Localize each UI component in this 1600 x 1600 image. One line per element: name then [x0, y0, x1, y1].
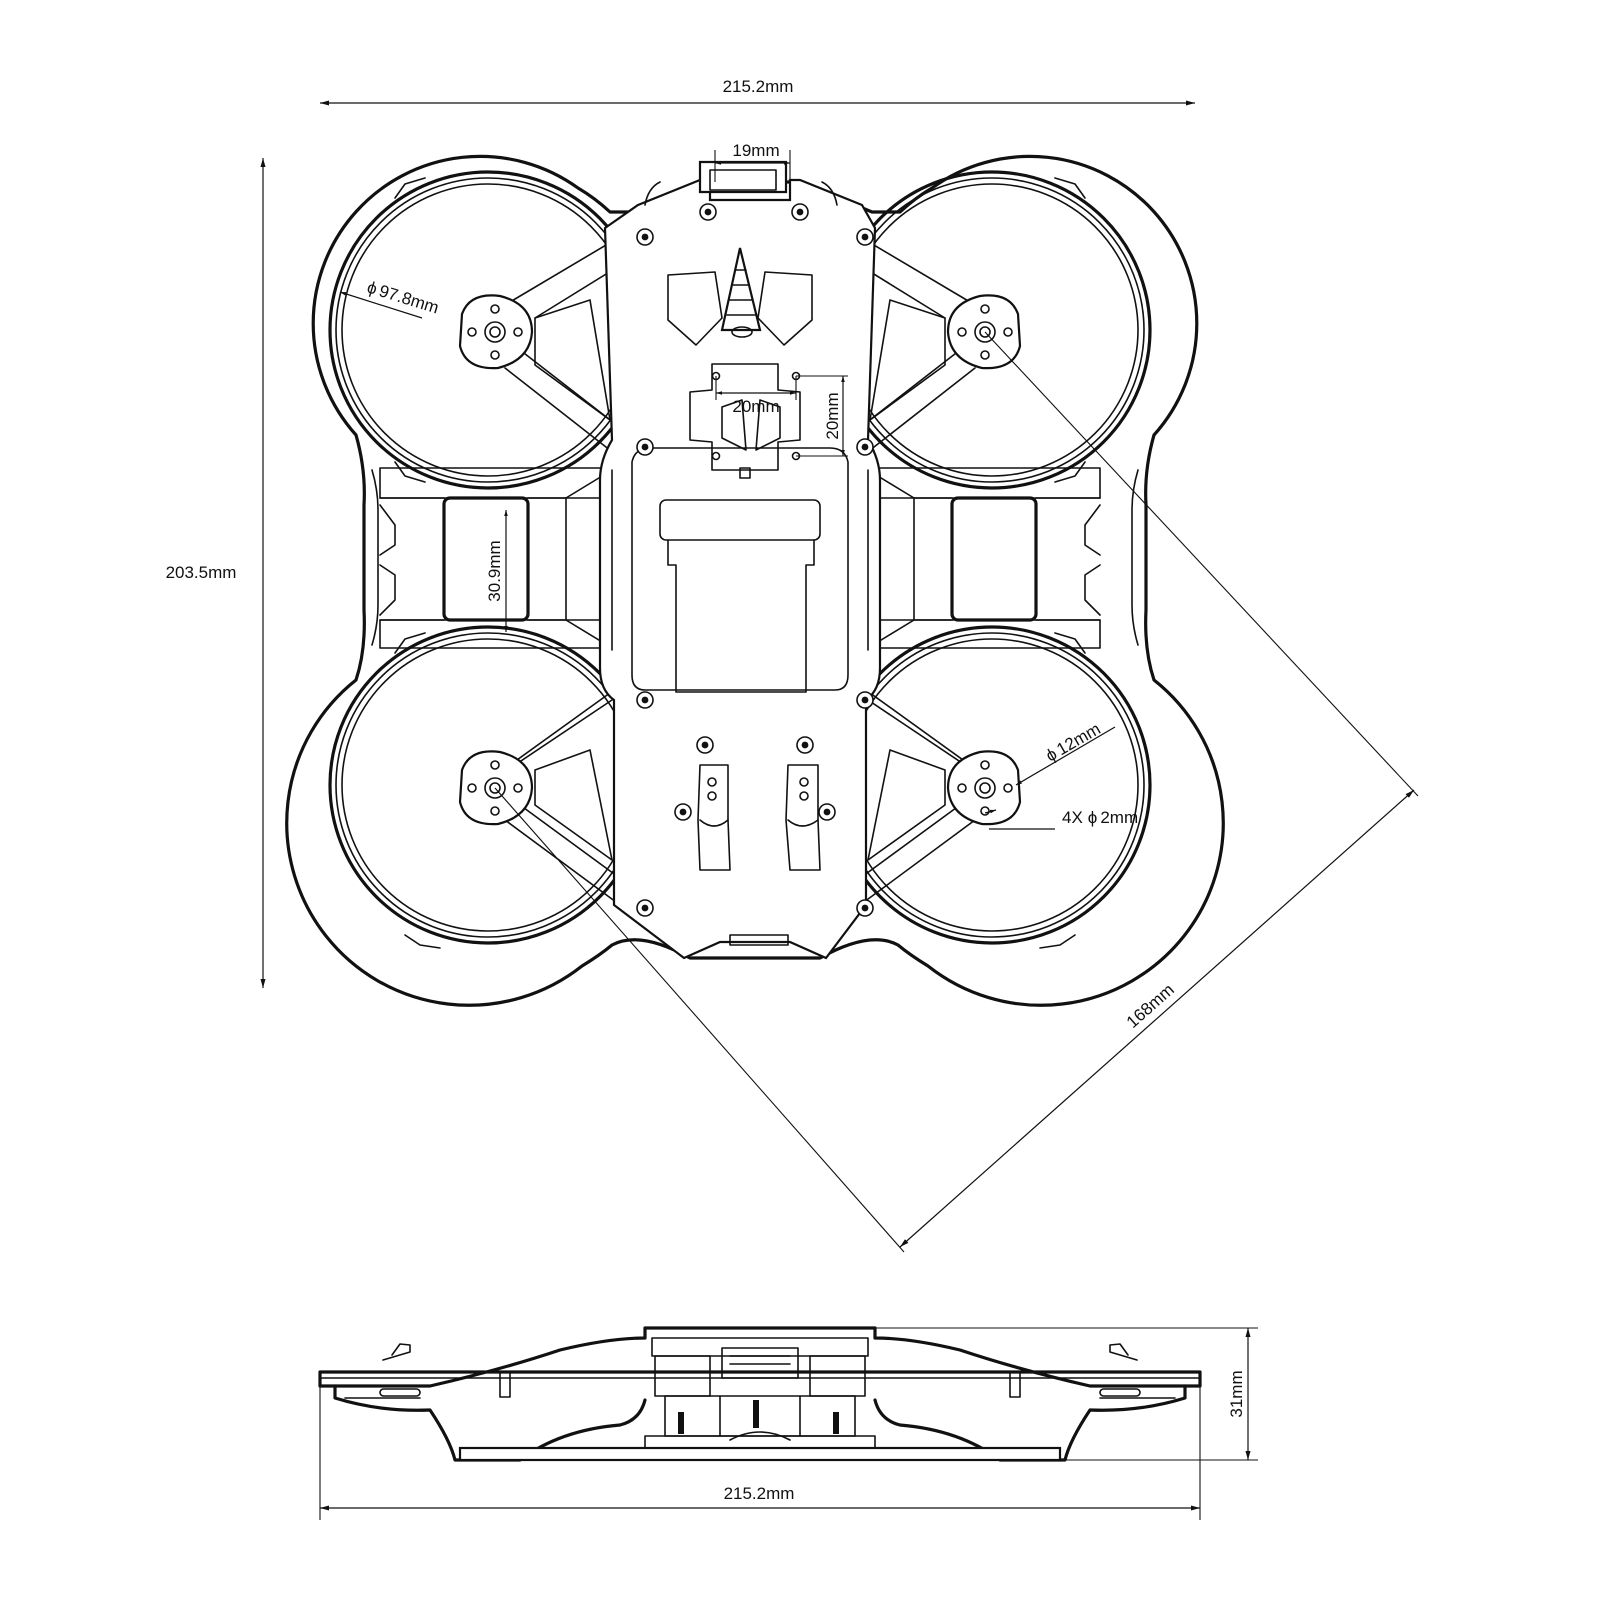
- screw-count: 4X: [1062, 808, 1083, 827]
- dim-value-motor-screws: 2mm: [1100, 808, 1138, 827]
- dim-motor-center-diameter: ϕ12mm: [1015, 719, 1116, 786]
- frame-outline-inner: [371, 469, 1139, 646]
- dim-value-motor-center: 12mm: [1053, 719, 1103, 759]
- top-view: 215.2mm 203.5mm 19mm ϕ97.8mm 20mm 20mm: [166, 77, 1419, 1253]
- dim-side-width: 215.2mm: [319, 1386, 1201, 1520]
- diameter-symbol-3: ϕ: [1088, 808, 1098, 827]
- dim-side-height: 31mm: [875, 1327, 1258, 1461]
- side-center-stack: [651, 1337, 869, 1441]
- dim-prop-guard-diameter: ϕ97.8mm: [339, 278, 441, 319]
- dim-label-overall-width: 215.2mm: [723, 77, 794, 96]
- dim-label-side-height: 31mm: [1227, 1370, 1246, 1417]
- dim-overall-width: 215.2mm: [320, 77, 1195, 106]
- dim-label-motor-center: ϕ12mm: [1043, 719, 1104, 765]
- frame-outline: [285, 154, 1225, 1007]
- motor-mount-top-left: [458, 294, 534, 370]
- motor-mount-bottom-left: [458, 750, 534, 826]
- side-view: 215.2mm 31mm: [318, 1326, 1258, 1520]
- dim-label-overall-height: 203.5mm: [166, 563, 237, 582]
- side-section-right: [864, 467, 1101, 649]
- dim-label-side-width: 215.2mm: [724, 1484, 795, 1503]
- dim-fc-mount-height: 20mm: [796, 375, 848, 457]
- dim-label-camera-mount: 19mm: [732, 141, 779, 160]
- dim-label-fc-width: 20mm: [732, 397, 779, 416]
- dim-value-prop-guard: 97.8mm: [377, 281, 441, 317]
- motor-mount-bottom-right: [946, 750, 1022, 826]
- dim-label-fc-height: 20mm: [823, 392, 842, 439]
- dim-battery-bay: 30.9mm: [485, 510, 508, 632]
- dim-overall-height: 203.5mm: [166, 158, 266, 988]
- dim-fc-mount-width: 20mm: [715, 376, 797, 416]
- center-plate: [598, 160, 882, 960]
- dim-label-battery-bay: 30.9mm: [485, 540, 504, 601]
- dim-camera-mount: 19mm: [714, 141, 791, 182]
- screws: [636, 203, 874, 917]
